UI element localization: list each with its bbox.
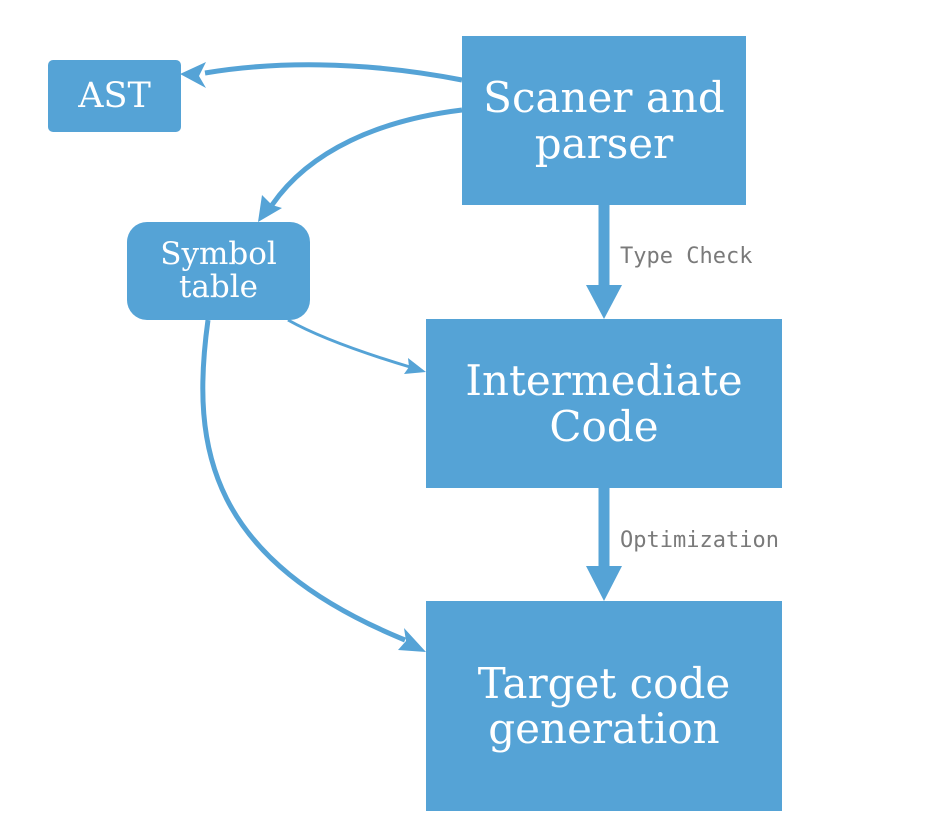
node-intermediate-line1: Intermediate (465, 356, 743, 406)
node-symbol-line2: table (178, 269, 259, 305)
node-scanner-parser: Scaner and parser (462, 36, 746, 205)
node-intermediate-code: Intermediate Code (426, 319, 782, 488)
node-target-code-generation: Target code generation (426, 601, 782, 811)
node-symbol-line1: Symbol (160, 236, 277, 273)
arrowhead-intermediate (586, 285, 622, 319)
arrowhead-target (586, 566, 622, 601)
node-scanner-line1: Scaner and (483, 73, 725, 123)
edge-label-type-check: Type Check (620, 244, 753, 269)
node-ast-label: AST (78, 76, 151, 116)
arrowhead-intermediate-side (404, 358, 426, 374)
arrowhead-symbol (258, 195, 282, 222)
node-target-line1: Target code (477, 658, 731, 708)
node-scanner-line2: parser (534, 118, 674, 168)
node-target-line2: generation (488, 704, 720, 753)
node-ast: AST (48, 60, 181, 132)
arrow-symbol-to-target (200, 319, 406, 643)
arrowhead-target-side (398, 628, 426, 652)
arrow-scanner-to-ast (204, 62, 463, 83)
node-symbol-table: Symbol table (127, 222, 310, 320)
arrowhead-ast (180, 62, 206, 88)
arrow-scanner-to-symbol (269, 107, 463, 207)
arrow-symbol-to-intermediate (287, 318, 411, 369)
node-intermediate-line2: Code (549, 401, 659, 451)
edge-label-optimization: Optimization (620, 528, 779, 553)
